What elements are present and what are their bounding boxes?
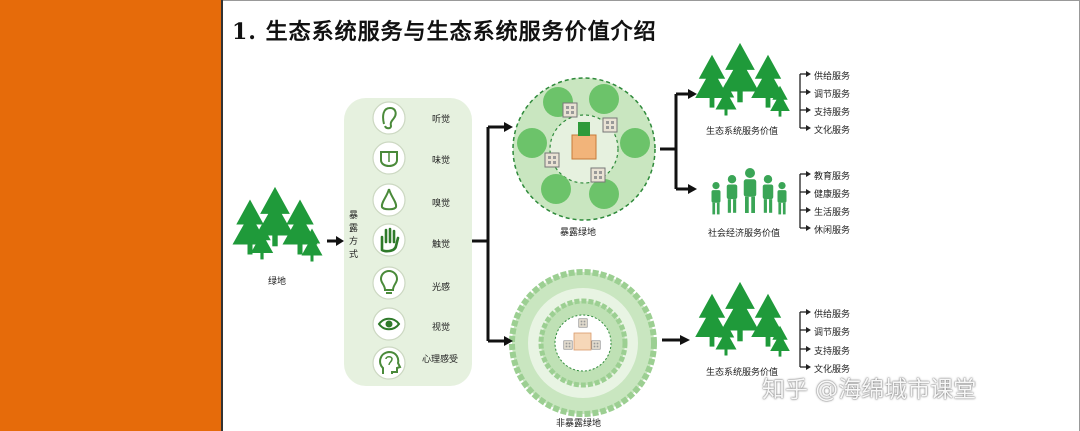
people-group <box>711 168 787 215</box>
bottom-service-regulating: 调节服务 <box>814 328 851 338</box>
nose-icon <box>372 183 406 217</box>
head-icon <box>372 346 406 380</box>
top-value-label: 生态系统服务价值 <box>706 127 779 137</box>
sense-label-taste: 味觉 <box>432 156 451 166</box>
bottom-service-cultural: 文化服务 <box>814 365 851 375</box>
arrow-to-senses <box>327 236 344 246</box>
green-space-label: 绿地 <box>268 277 287 287</box>
non-exposed-green-space <box>509 269 657 417</box>
mid-value-label: 社会经济服务价值 <box>708 229 781 239</box>
sense-label-psychological: 心理感受 <box>422 355 459 365</box>
sense-label-hearing: 听觉 <box>432 115 451 125</box>
sense-label-smell: 嗅觉 <box>432 199 451 209</box>
exposure-mode-label: 暴 露 方 式 <box>349 211 359 260</box>
branch-arrows-exposure <box>472 122 513 346</box>
bottom-value-label: 生态系统服务价值 <box>706 368 779 378</box>
non-exposed-green-space-label: 非暴露绿地 <box>556 419 602 429</box>
page-title: 1. 生态系统服务与生态系统服务价值介绍 <box>232 19 657 45</box>
exposed-green-space <box>512 77 656 221</box>
mid-service-living: 生活服务 <box>814 208 851 218</box>
ear-icon <box>372 101 406 135</box>
sense-label-light: 光感 <box>432 283 451 293</box>
bulb-icon <box>372 266 406 300</box>
top-service-supply: 供给服务 <box>814 72 851 82</box>
eye-icon <box>372 307 406 341</box>
top-tree-group <box>695 42 790 117</box>
top-service-regulating: 调节服务 <box>814 90 851 100</box>
bottom-service-supporting: 支持服务 <box>814 347 851 357</box>
mid-service-leisure: 休闲服务 <box>814 226 851 236</box>
sense-label-touch: 触觉 <box>432 240 451 250</box>
exposure-mode-box <box>344 98 472 386</box>
mid-service-education: 教育服务 <box>814 172 851 182</box>
sense-icons <box>372 101 406 380</box>
watermark: 知乎 @海绵城市课堂 <box>762 377 977 403</box>
bottom-service-supply: 供给服务 <box>814 310 851 320</box>
branch-arrows-exposed <box>660 89 697 194</box>
service-brackets <box>799 71 811 370</box>
exposed-green-space-label: 暴露绿地 <box>560 228 597 238</box>
tongue-icon <box>372 141 406 175</box>
sidebar <box>0 0 223 431</box>
top-service-supporting: 支持服务 <box>814 108 851 118</box>
mid-service-health: 健康服务 <box>814 190 851 200</box>
top-service-cultural: 文化服务 <box>814 126 851 136</box>
sense-label-vision: 视觉 <box>432 323 451 333</box>
green-space-trees <box>232 186 323 262</box>
bottom-tree-group <box>695 281 790 357</box>
arrow-non-exposed <box>662 335 690 345</box>
hand-icon <box>372 223 406 257</box>
